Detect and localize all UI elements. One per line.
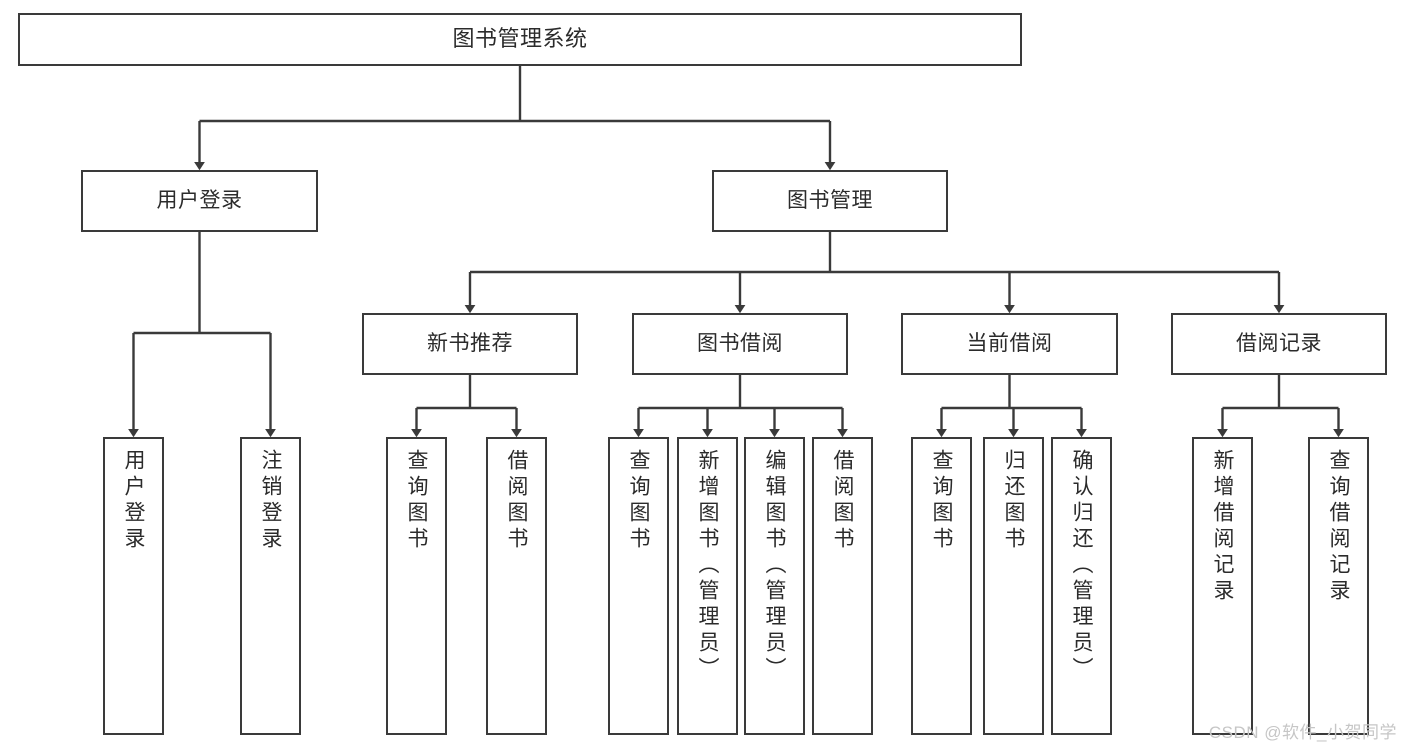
node-leaf-borrow-book-recommend[interactable]: 借阅图书 xyxy=(486,437,547,735)
node-new-book-recommend[interactable]: 新书推荐 xyxy=(362,313,578,375)
leaf-label: 注销登录 xyxy=(259,449,282,553)
node-current-borrow[interactable]: 当前借阅 xyxy=(901,313,1118,375)
leaf-label: 用户登录 xyxy=(122,449,145,553)
leaf-label: 新增借阅记录 xyxy=(1211,449,1234,605)
leaf-label: 借阅图书 xyxy=(505,449,528,553)
leaf-label: 借阅图书 xyxy=(831,449,854,553)
node-leaf-borrow-book[interactable]: 借阅图书 xyxy=(812,437,873,735)
node-root-system[interactable]: 图书管理系统 xyxy=(18,13,1022,66)
leaf-label: 查询图书 xyxy=(627,449,650,553)
leaf-label: 查询借阅记录 xyxy=(1327,449,1350,605)
node-leaf-query-book-borrow[interactable]: 查询图书 xyxy=(608,437,669,735)
node-user-login[interactable]: 用户登录 xyxy=(81,170,318,232)
node-leaf-confirm-return-admin[interactable]: 确认归还（管理员） xyxy=(1051,437,1112,735)
node-leaf-user-login[interactable]: 用户登录 xyxy=(103,437,164,735)
leaf-label: 查询图书 xyxy=(930,449,953,553)
leaf-label: 确认归还（管理员） xyxy=(1070,449,1093,683)
node-leaf-return-book[interactable]: 归还图书 xyxy=(983,437,1044,735)
node-book-management[interactable]: 图书管理 xyxy=(712,170,948,232)
node-leaf-add-book-admin[interactable]: 新增图书（管理员） xyxy=(677,437,738,735)
leaf-label: 新增图书（管理员） xyxy=(696,449,719,683)
leaf-label: 编辑图书（管理员） xyxy=(763,449,786,683)
node-leaf-edit-book-admin[interactable]: 编辑图书（管理员） xyxy=(744,437,805,735)
node-leaf-query-book-recommend[interactable]: 查询图书 xyxy=(386,437,447,735)
node-leaf-user-logout[interactable]: 注销登录 xyxy=(240,437,301,735)
node-book-borrow[interactable]: 图书借阅 xyxy=(632,313,848,375)
node-leaf-query-borrow-record[interactable]: 查询借阅记录 xyxy=(1308,437,1369,735)
leaf-label: 查询图书 xyxy=(405,449,428,553)
leaf-label: 归还图书 xyxy=(1002,449,1025,553)
node-leaf-query-book-current[interactable]: 查询图书 xyxy=(911,437,972,735)
node-leaf-add-borrow-record[interactable]: 新增借阅记录 xyxy=(1192,437,1253,735)
node-borrow-record[interactable]: 借阅记录 xyxy=(1171,313,1387,375)
